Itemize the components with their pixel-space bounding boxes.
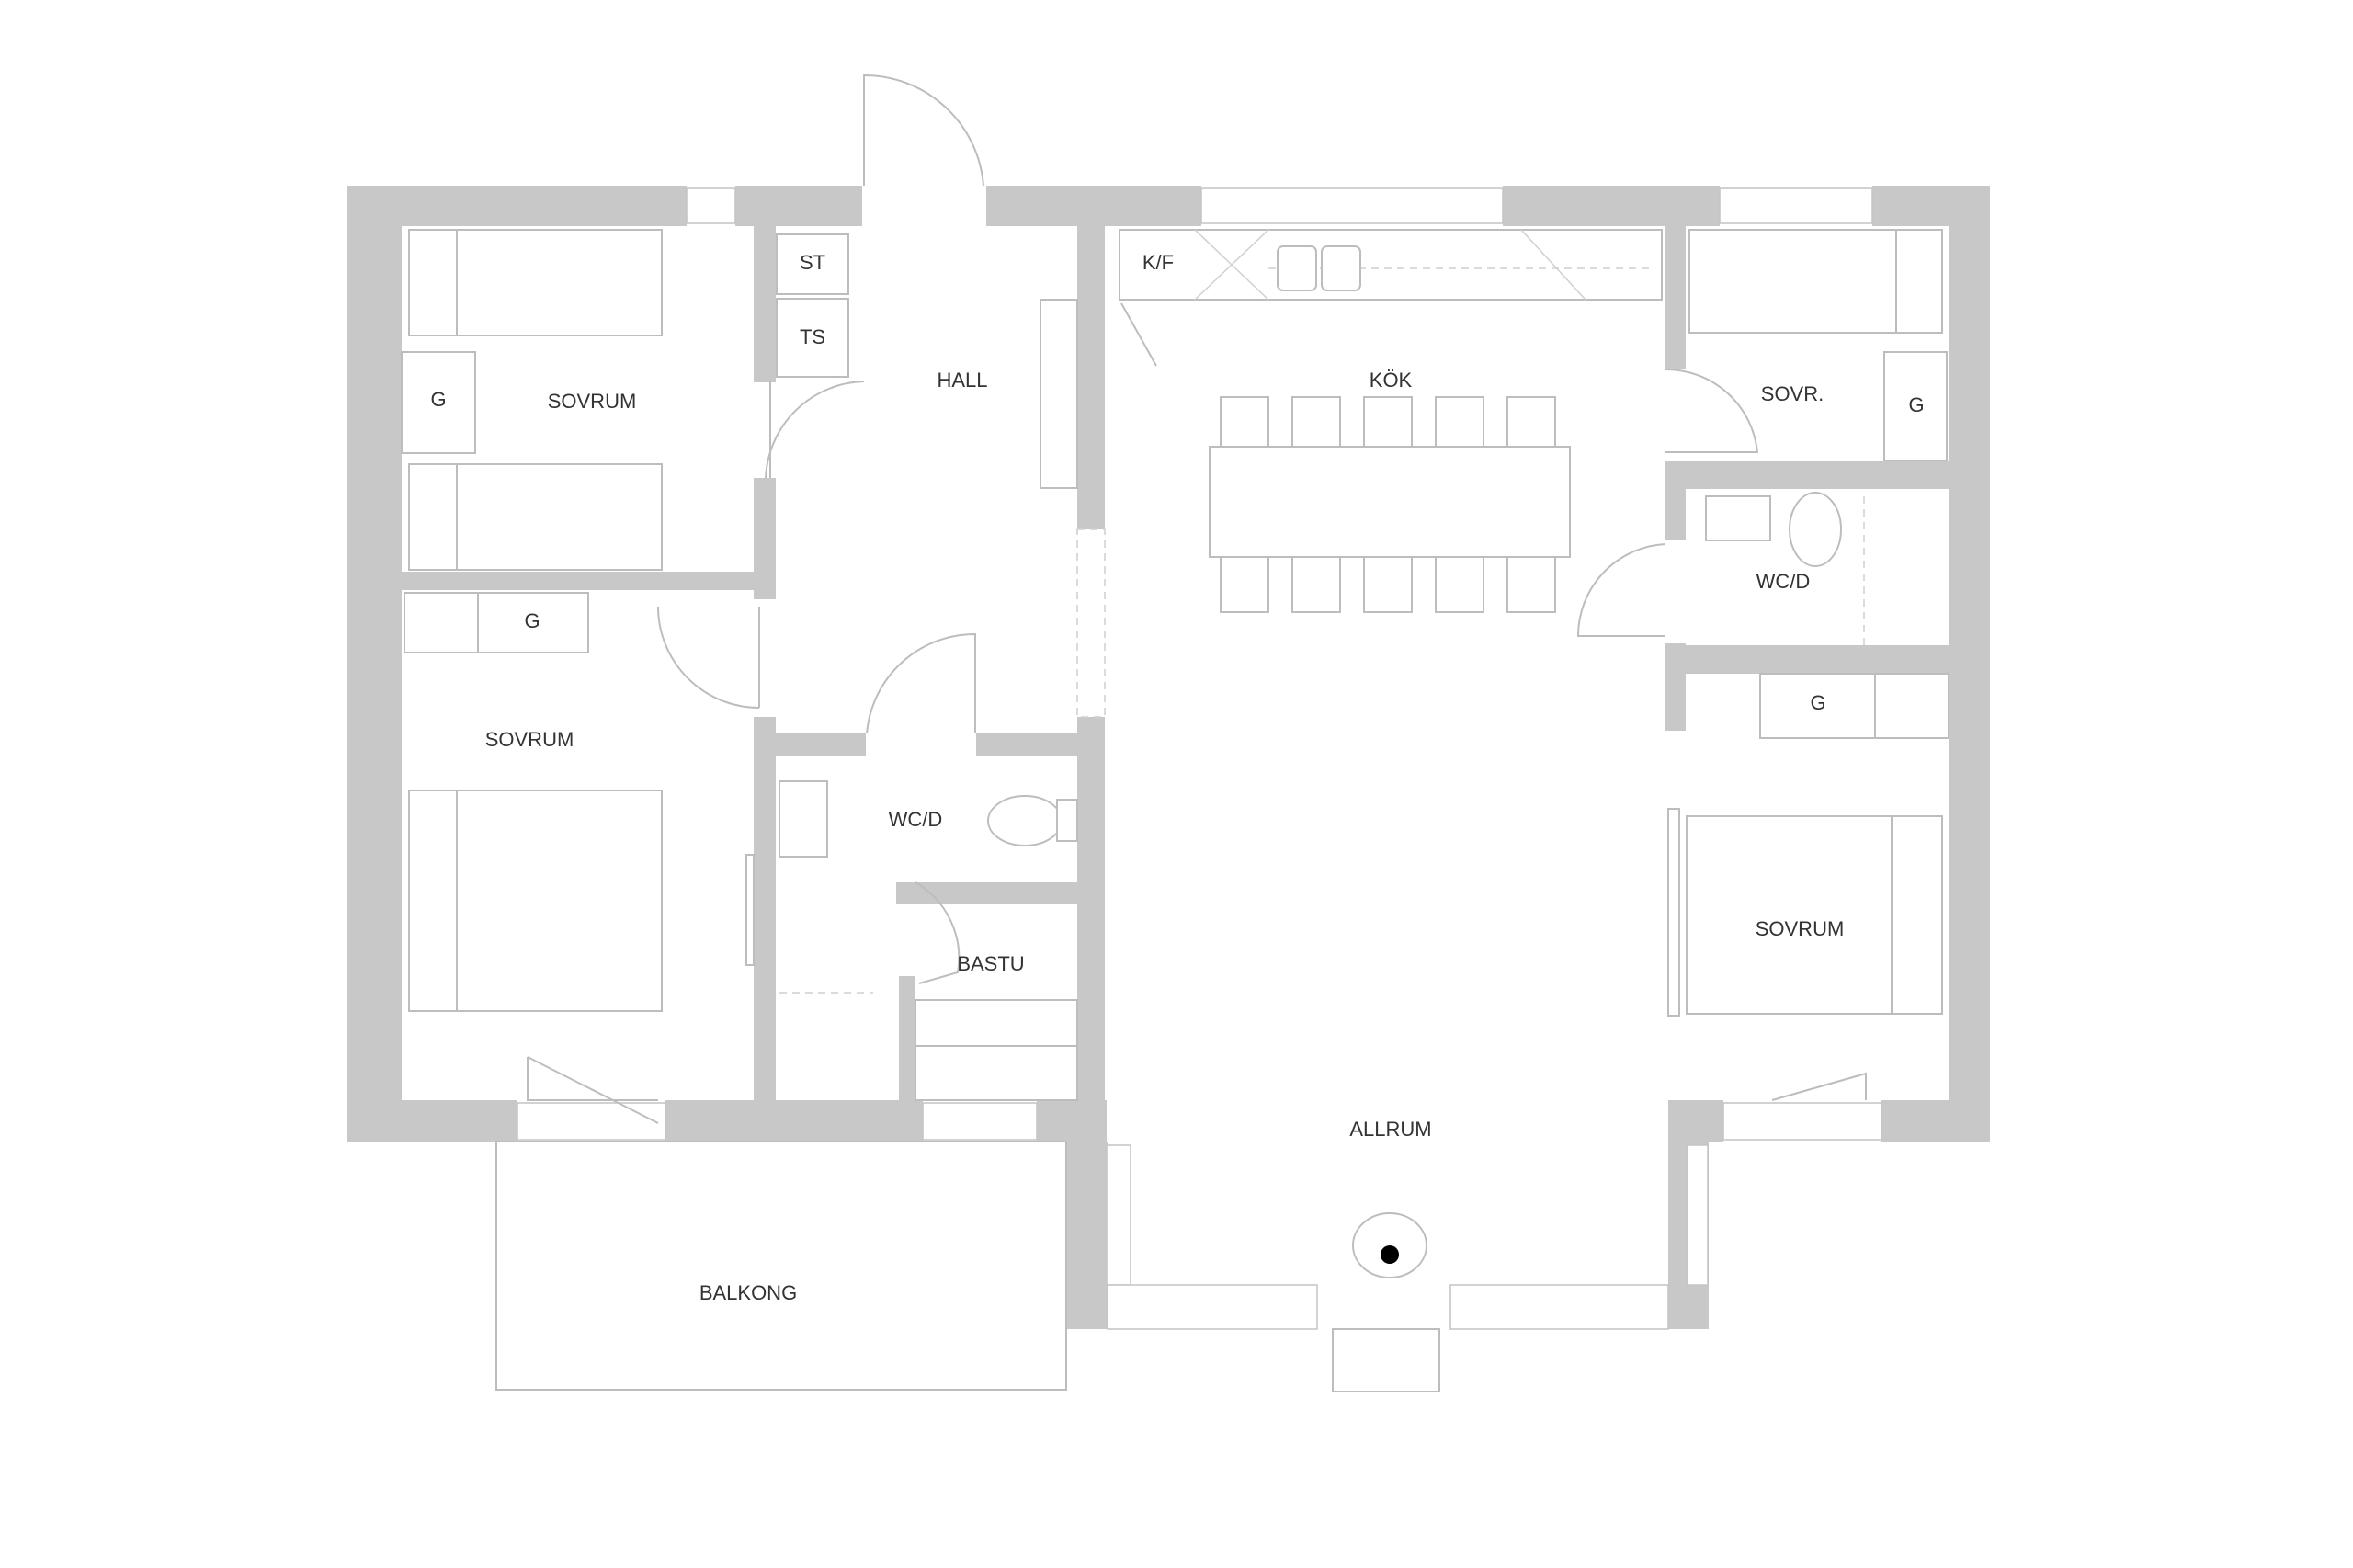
furniture [401, 229, 1949, 1392]
stove-icon [1381, 1245, 1399, 1264]
label-st: ST [800, 251, 825, 274]
label-sovrum-right: SOVRUM [1756, 917, 1845, 940]
label-kf: K/F [1142, 251, 1174, 274]
label-ts: TS [800, 325, 825, 348]
interior-walls [402, 226, 1949, 1100]
label-sovrum-top-left: SOVRUM [548, 390, 637, 413]
label-wc-center: WC/D [889, 808, 943, 831]
label-kok: KÖK [1370, 369, 1413, 392]
windows [517, 187, 1882, 1330]
label-wc-right: WC/D [1756, 570, 1811, 593]
label-hall: HALL [937, 369, 987, 392]
label-g-right-mid: G [1810, 691, 1825, 714]
balcony-outline [495, 1141, 1067, 1391]
exterior-walls [347, 186, 1990, 1329]
label-allrum: ALLRUM [1349, 1118, 1431, 1141]
room-labels: ST TS HALL K/F KÖK SOVR. G SOVRUM G G WC… [430, 251, 1924, 1304]
hall-opening [1040, 299, 1106, 718]
label-bastu: BASTU [957, 952, 1024, 975]
label-g-left-mid: G [524, 609, 540, 632]
label-balkong: BALKONG [699, 1281, 797, 1304]
label-sovrum-mid-left: SOVRUM [485, 728, 574, 751]
dining-chairs [1220, 396, 1556, 613]
label-g-right-top: G [1908, 393, 1924, 416]
label-g-left-top: G [430, 388, 446, 411]
label-sovr-small: SOVR. [1761, 382, 1824, 405]
